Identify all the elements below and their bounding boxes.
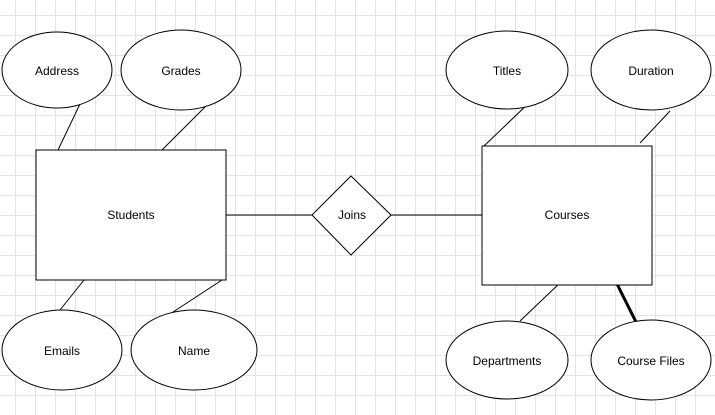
attribute-departments-label: Departments [473, 354, 542, 368]
entity-students[interactable]: Students [35, 149, 227, 281]
attribute-address-label: Address [35, 64, 79, 78]
attribute-address[interactable]: Address [1, 31, 113, 109]
attribute-emails[interactable]: Emails [1, 309, 123, 391]
attribute-grades-ellipse [120, 29, 242, 111]
attribute-duration[interactable]: Duration [590, 29, 712, 111]
attribute-course-files-label: Course Files [617, 354, 684, 368]
attribute-grades[interactable]: Grades [120, 29, 242, 111]
relationship-joins[interactable]: Joins [311, 175, 392, 256]
entity-courses[interactable]: Courses [481, 145, 653, 286]
connector-grades-students[interactable] [161, 99, 213, 151]
connector-address-students[interactable] [57, 103, 81, 151]
attribute-name-ellipse [130, 309, 258, 391]
attribute-departments[interactable]: Departments [445, 320, 569, 400]
relationship-joins-diamond [311, 175, 392, 256]
attribute-name-label: Name [178, 344, 210, 358]
connector-duration-courses[interactable] [639, 110, 671, 144]
attribute-emails-label: Emails [44, 344, 80, 358]
relationship-joins-label: Joins [338, 208, 366, 222]
attribute-course-files[interactable]: Course Files [590, 319, 712, 401]
attribute-duration-label: Duration [628, 64, 673, 78]
attribute-titles-ellipse [445, 30, 569, 110]
attribute-titles-label: Titles [493, 64, 521, 78]
attribute-titles[interactable]: Titles [445, 30, 569, 110]
attribute-name[interactable]: Name [130, 309, 258, 391]
connector-coursefiles-courses[interactable] [615, 283, 639, 325]
entity-students-label: Students [107, 208, 154, 222]
attribute-address-ellipse [1, 31, 113, 109]
connector-departments-courses[interactable] [519, 280, 563, 322]
entity-students-box [35, 149, 227, 281]
attribute-emails-ellipse [1, 309, 123, 391]
entity-courses-box [481, 145, 653, 286]
entity-courses-label: Courses [545, 208, 590, 222]
attribute-grades-label: Grades [161, 64, 200, 78]
attribute-departments-ellipse [445, 320, 569, 400]
attribute-course-files-ellipse [590, 319, 712, 401]
connector-name-students[interactable] [169, 279, 223, 315]
attribute-duration-ellipse [590, 29, 712, 111]
